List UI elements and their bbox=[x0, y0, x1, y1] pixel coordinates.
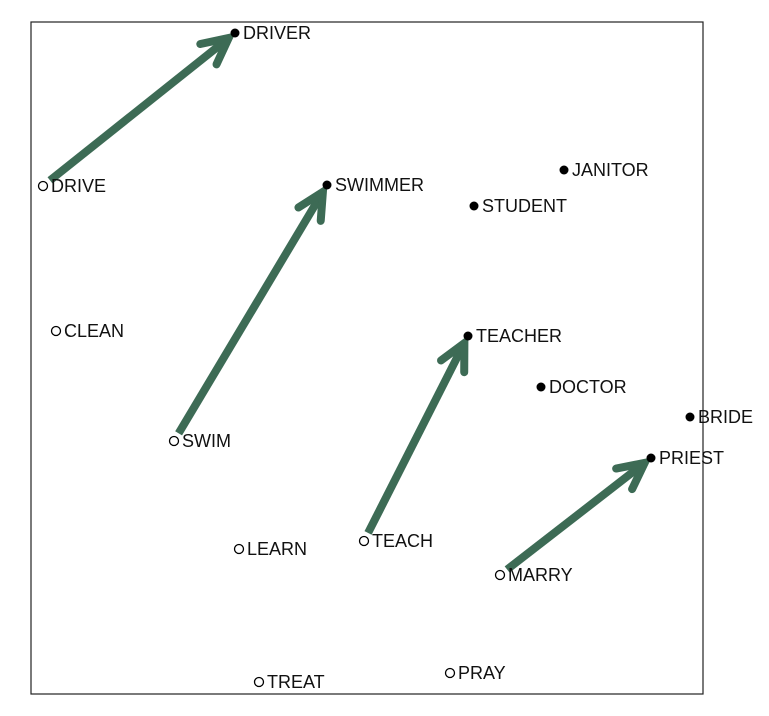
point-label-driver: DRIVER bbox=[243, 23, 311, 43]
point-bride bbox=[685, 412, 695, 422]
arrow-drive-to-driver bbox=[47, 32, 236, 184]
plot-frame bbox=[30, 21, 704, 695]
point-label-treat: TREAT bbox=[267, 672, 325, 692]
point-label-clean: CLEAN bbox=[64, 321, 124, 341]
point-priest bbox=[646, 453, 656, 463]
arrow-shaft bbox=[364, 344, 467, 535]
arrow-head bbox=[196, 32, 236, 69]
arrow-shaft bbox=[504, 462, 644, 573]
point-label-marry: MARRY bbox=[508, 565, 573, 585]
point-doctor bbox=[536, 382, 546, 392]
point-clean bbox=[50, 325, 62, 337]
point-driver bbox=[230, 28, 240, 38]
point-label-swimmer: SWIMMER bbox=[335, 175, 424, 195]
point-label-pray: PRAY bbox=[458, 663, 506, 683]
point-label-student: STUDENT bbox=[482, 196, 567, 216]
point-label-bride: BRIDE bbox=[698, 407, 753, 427]
arrow-shaft bbox=[47, 37, 229, 184]
point-label-doctor: DOCTOR bbox=[549, 377, 627, 397]
arrow-head bbox=[437, 335, 469, 377]
point-marry bbox=[494, 569, 506, 581]
point-pray bbox=[444, 667, 456, 679]
arrow-shaft bbox=[175, 193, 325, 436]
arrow-head bbox=[294, 184, 328, 225]
point-student bbox=[469, 201, 479, 211]
arrow-teach-to-teacher bbox=[364, 335, 469, 535]
point-learn bbox=[233, 543, 245, 555]
point-label-teach: TEACH bbox=[372, 531, 433, 551]
point-swim bbox=[168, 435, 180, 447]
point-label-learn: LEARN bbox=[247, 539, 307, 559]
point-label-drive: DRIVE bbox=[51, 176, 106, 196]
arrow-marry-to-priest bbox=[504, 457, 652, 573]
point-drive bbox=[37, 180, 49, 192]
point-teach bbox=[358, 535, 370, 547]
point-teacher bbox=[463, 331, 473, 341]
point-label-priest: PRIEST bbox=[659, 448, 724, 468]
point-janitor bbox=[559, 165, 569, 175]
arrow-head bbox=[612, 457, 652, 494]
point-label-teacher: TEACHER bbox=[476, 326, 562, 346]
point-swimmer bbox=[322, 180, 332, 190]
point-label-swim: SWIM bbox=[182, 431, 231, 451]
point-label-janitor: JANITOR bbox=[572, 160, 649, 180]
point-treat bbox=[253, 676, 265, 688]
points-layer bbox=[37, 28, 695, 688]
arrows-layer bbox=[47, 32, 652, 573]
arrow-swim-to-swimmer bbox=[175, 184, 328, 436]
